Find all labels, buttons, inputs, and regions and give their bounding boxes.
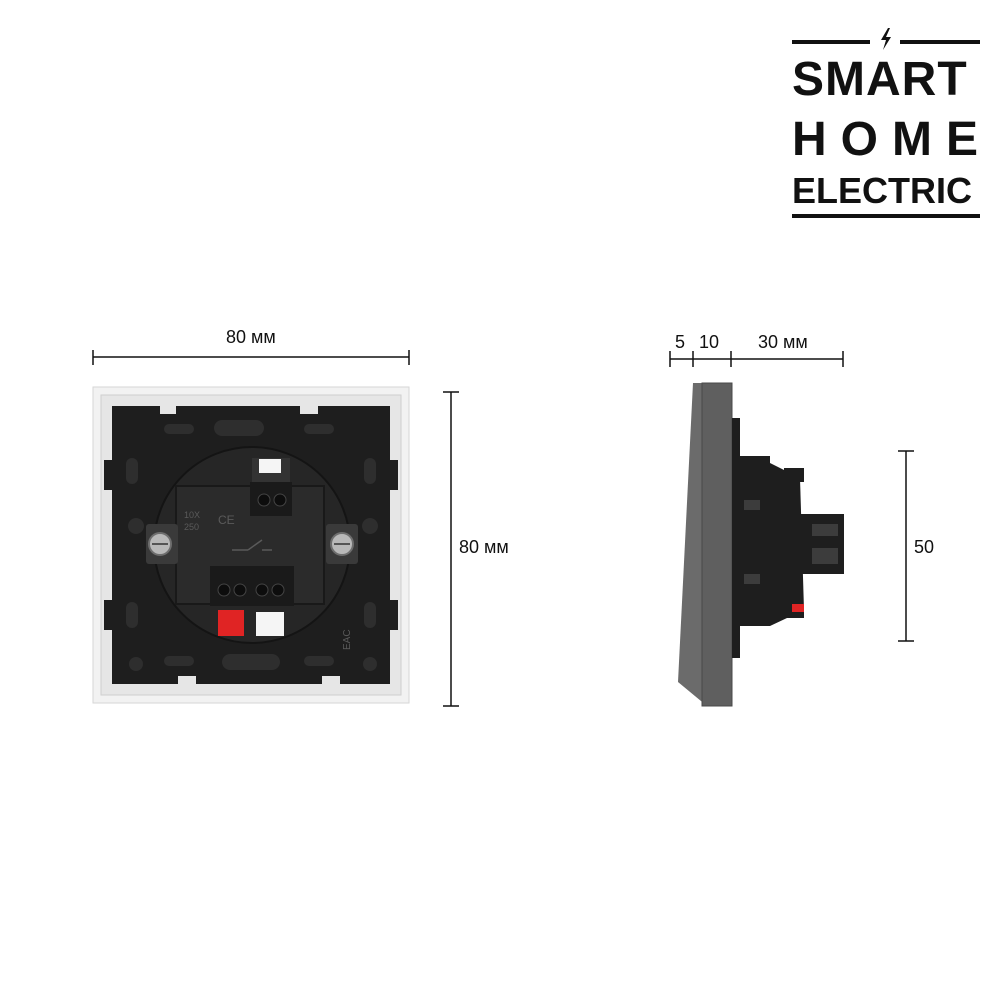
front-height-label: 80 мм [459, 537, 509, 557]
logo-top-rule-left [792, 40, 870, 44]
eac-mark: EAC [342, 629, 353, 650]
logo-top-rule-right [900, 40, 980, 44]
logo-line-home: HOME [792, 113, 992, 166]
red-release-tab [218, 610, 244, 636]
side-depth-label-10: 10 [699, 332, 720, 352]
front-view: 10X 250 CE EAC [92, 350, 459, 707]
rating-current-text: 10X [184, 510, 200, 520]
white-release-tab [256, 612, 284, 636]
front-width-label: 80 мм [226, 327, 276, 347]
ce-mark: CE [218, 513, 235, 527]
left-terminal-screw [146, 524, 178, 564]
front-height-dimension-line [443, 391, 459, 707]
side-depth-dimension-line [669, 351, 844, 367]
side-depth-label-30: 30 мм [758, 332, 808, 352]
rocker-key-side [678, 383, 707, 706]
mechanism-side [732, 418, 844, 658]
red-tab-side [792, 604, 804, 612]
front-width-dimension-line [92, 350, 410, 365]
logo-line-electric: ELECTRIC [792, 170, 972, 211]
frame-plate-side [702, 383, 732, 706]
switch-symbol [232, 539, 272, 551]
mechanism-side-details [744, 500, 838, 584]
right-terminal-screw [326, 524, 358, 564]
bottom-terminal-block [210, 566, 294, 606]
brand-logo: SMART HOME ELECTRIC [792, 28, 980, 222]
side-height-label: 50 [914, 537, 935, 557]
logo-line-smart: SMART [792, 53, 968, 106]
logo-bottom-rule [792, 214, 980, 218]
side-view [669, 351, 914, 707]
lightning-bolt-icon [881, 28, 891, 50]
embossed-markings: 10X 250 CE EAC [184, 510, 353, 650]
side-height-dimension-line [898, 450, 914, 642]
rating-voltage-text: 250 [184, 522, 199, 532]
top-terminal-block [250, 458, 292, 516]
body-slots [126, 420, 378, 671]
side-depth-label-5: 5 [675, 332, 686, 352]
